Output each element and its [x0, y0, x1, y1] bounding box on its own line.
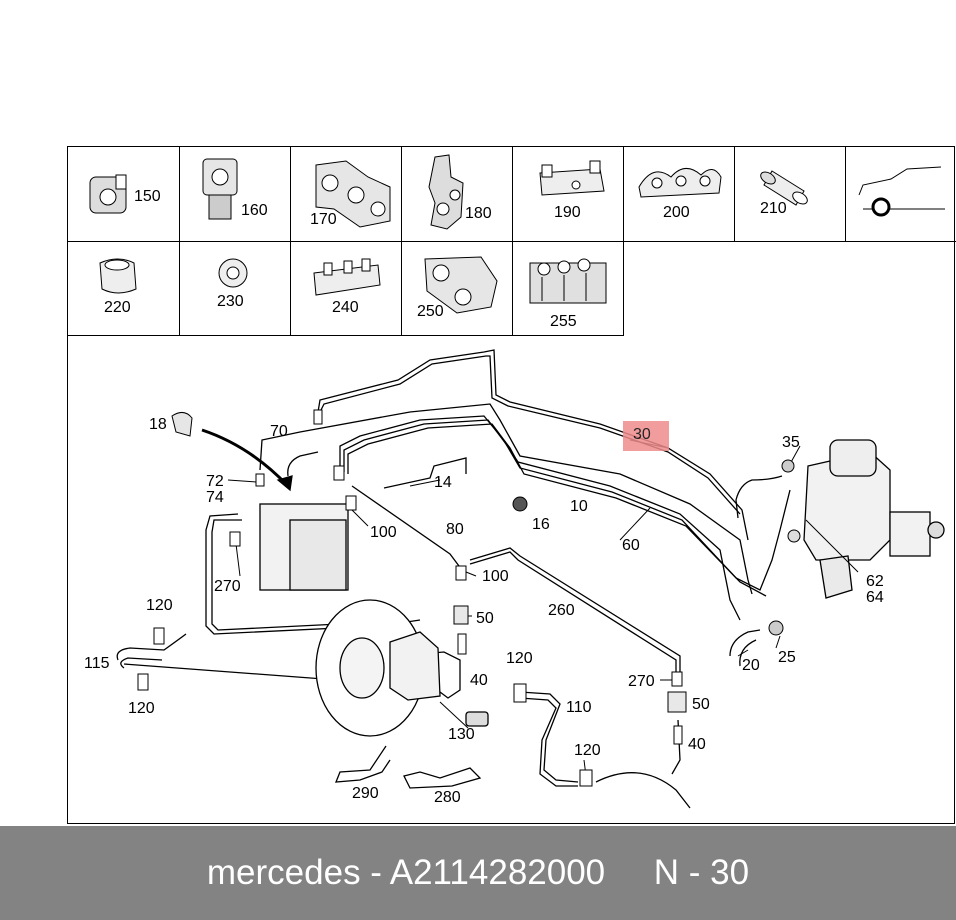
callout-72: 72	[206, 473, 224, 490]
callout-130: 130	[448, 726, 475, 743]
callout-120-d: 120	[574, 742, 601, 759]
part-cell-170[interactable]: 170	[290, 147, 402, 242]
part-label: 250	[417, 303, 444, 320]
double-clip-icon	[315, 160, 391, 228]
callout-270-b: 270	[628, 673, 655, 690]
callout-64: 64	[866, 589, 884, 606]
rubber-bushing-icon	[99, 258, 137, 294]
part-cell-210[interactable]: 210	[734, 147, 846, 242]
callout-120-c: 120	[506, 650, 533, 667]
part-cell-190[interactable]: 190	[512, 147, 624, 242]
clip-strip-icon	[313, 258, 381, 296]
callout-260: 260	[548, 602, 575, 619]
part-cell-240[interactable]: 240	[290, 241, 402, 336]
callout-35: 35	[782, 434, 800, 451]
callout-60: 60	[622, 537, 640, 554]
part-label: 190	[554, 204, 581, 221]
callout-270-a: 270	[214, 578, 241, 595]
part-label: 255	[550, 313, 577, 330]
parts-frame: 150 160 170 180 190	[67, 146, 956, 824]
callout-62: 62	[866, 573, 884, 590]
part-cell-160[interactable]: 160	[179, 147, 291, 242]
part-label: 210	[760, 200, 787, 217]
part-label: 240	[332, 299, 359, 316]
footer-bar: mercedes - A2114282000 N - 30	[0, 826, 956, 920]
callout-290: 290	[352, 785, 379, 802]
part-label: 160	[241, 202, 268, 219]
callout-40-b: 40	[688, 736, 706, 753]
part-cell-255[interactable]: 255	[512, 241, 624, 336]
callout-120-a: 120	[146, 597, 173, 614]
callout-18: 18	[149, 416, 167, 433]
car-silhouette-icon	[858, 166, 945, 217]
callout-115: 115	[84, 655, 110, 672]
callout-40-a: 40	[470, 672, 488, 689]
part-label: 170	[310, 211, 337, 228]
callout-280: 280	[434, 789, 461, 806]
callout-110: 110	[566, 699, 592, 716]
grommet-icon	[218, 258, 248, 288]
highlighted-part-30[interactable]: 30	[623, 421, 669, 451]
part-cell-180[interactable]: 180	[401, 147, 513, 242]
clip-block-icon	[529, 258, 607, 304]
part-label: 200	[663, 204, 690, 221]
multi-clip-icon	[638, 168, 722, 198]
part-cell-car	[845, 147, 956, 242]
part-label: 230	[217, 293, 244, 310]
callout-50-b: 50	[692, 696, 710, 713]
part-label: 150	[134, 188, 161, 205]
part-cell-250[interactable]: 250	[401, 241, 513, 336]
brake-line-diagram: 18 70 72 74 14 16 10 60 35 100 80 100 27…	[84, 349, 945, 809]
callout-100-a: 100	[370, 524, 397, 541]
callout-20: 20	[742, 657, 760, 674]
callout-10: 10	[570, 498, 588, 515]
callout-70: 70	[270, 423, 288, 440]
callout-74: 74	[206, 489, 224, 506]
highlighted-part-label: 30	[633, 426, 651, 443]
clamp-clip-icon	[424, 256, 498, 314]
callout-100-b: 100	[482, 568, 509, 585]
part-label: 180	[465, 205, 492, 222]
part-cell-150[interactable]: 150	[68, 147, 180, 242]
callout-16: 16	[532, 516, 550, 533]
callout-50-a: 50	[476, 610, 494, 627]
part-cell-200[interactable]: 200	[623, 147, 735, 242]
part-label: 220	[104, 299, 131, 316]
sleeve-icon	[760, 170, 808, 206]
part-number-caption: mercedes - A2114282000 N - 30	[206, 853, 750, 892]
callout-25: 25	[778, 649, 796, 666]
bracket-clip-icon	[428, 154, 464, 230]
callout-14: 14	[434, 474, 452, 491]
part-cell-230[interactable]: 230	[179, 241, 291, 336]
pipe-holder-icon	[539, 160, 605, 196]
bushing-clip-icon	[89, 174, 127, 214]
part-cell-220[interactable]: 220	[68, 241, 180, 336]
callout-120-b: 120	[128, 700, 155, 717]
callout-80: 80	[446, 521, 464, 538]
mount-clip-icon	[202, 158, 238, 220]
